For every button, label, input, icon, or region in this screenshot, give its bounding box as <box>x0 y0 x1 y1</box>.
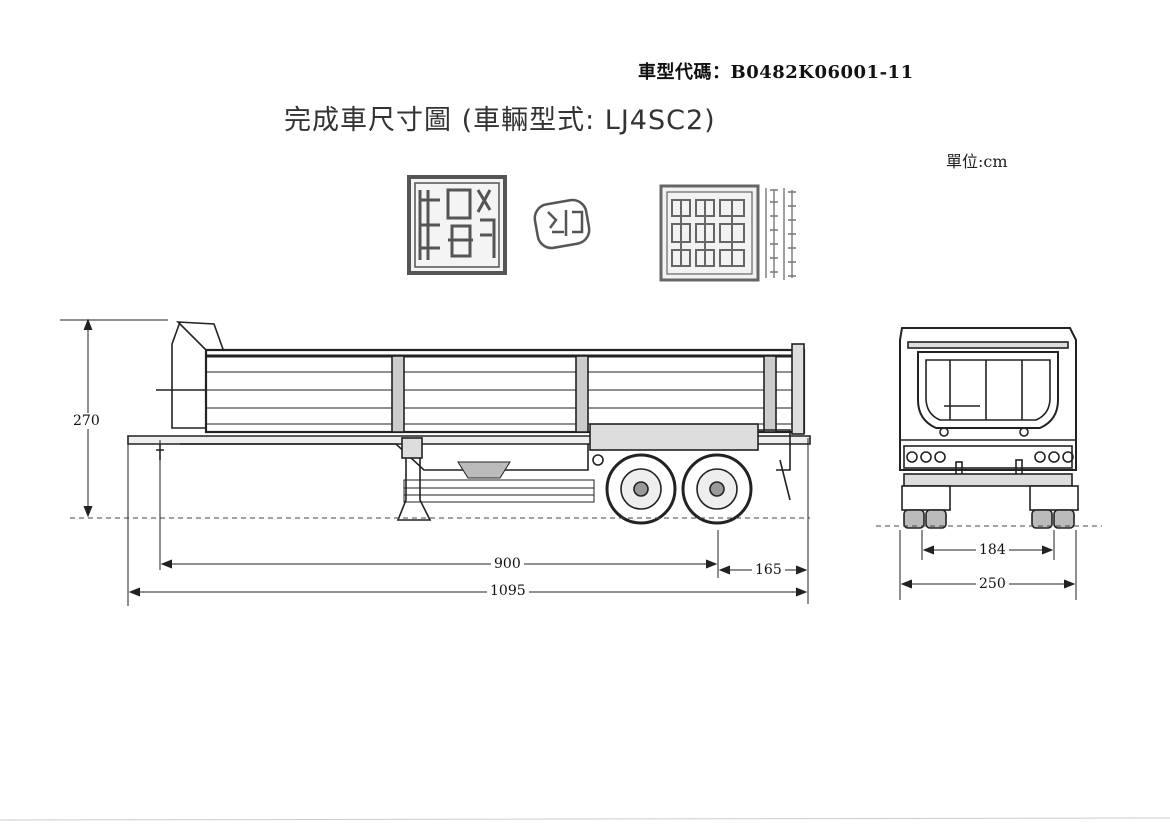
rear-lights-left <box>906 451 946 463</box>
vehicle-code-line: 車型代碼：B0482K06001-11 <box>638 58 914 84</box>
trailer-rear-view <box>899 327 1079 529</box>
overall-width-label: 250 <box>976 576 1009 592</box>
unit-label: 單位:cm <box>946 152 1008 171</box>
rear-overhang-label: 165 <box>752 562 785 578</box>
rear-lights-right <box>1034 451 1074 463</box>
rear-tires-right <box>1031 509 1075 529</box>
overall-length-label: 1095 <box>487 583 529 599</box>
scan-edge-line <box>0 817 1170 821</box>
seal-small-stamp <box>533 198 591 250</box>
vehicle-code-value: B0482K06001-11 <box>730 62 914 83</box>
wheelbase-label: 900 <box>491 556 524 572</box>
seal-right-stamp <box>659 184 796 282</box>
track-label: 184 <box>976 542 1009 558</box>
side-wheel-rear <box>681 453 753 525</box>
vehicle-code-label: 車型代碼： <box>638 62 731 83</box>
length-dimensions <box>127 438 809 606</box>
page-title: 完成車尺寸圖 (車輛型式: LJ4SC2) <box>284 105 716 136</box>
side-wheel-front <box>605 453 677 525</box>
rear-tires-left <box>903 509 947 529</box>
trailer-side-view <box>127 321 811 525</box>
height-label: 270 <box>70 413 103 429</box>
seal-left-stamp <box>407 175 507 275</box>
